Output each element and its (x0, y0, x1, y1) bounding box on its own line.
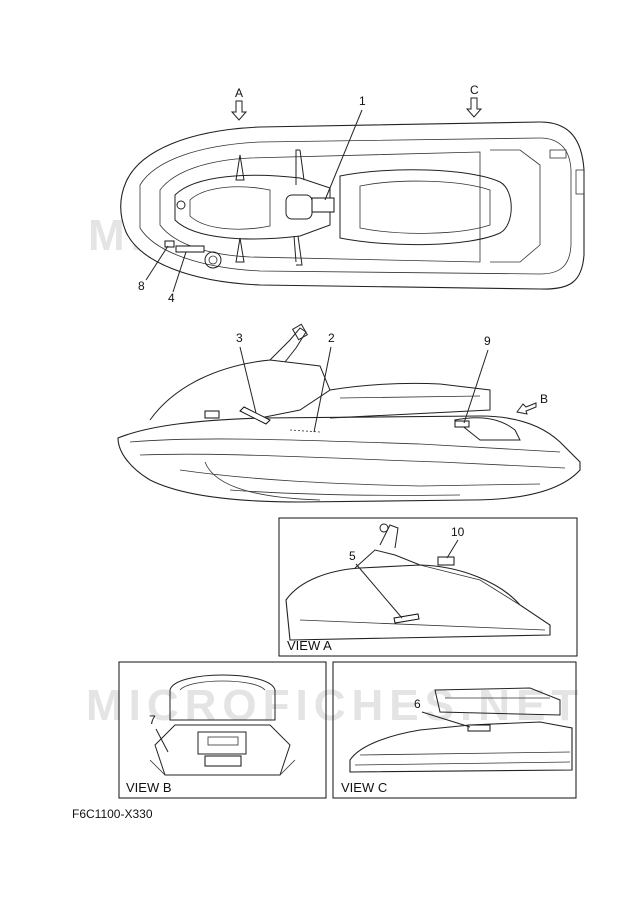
callout-9: 9 (484, 334, 491, 348)
callout-3: 3 (236, 331, 243, 345)
decal-6 (467, 724, 491, 732)
decal-5 (393, 613, 420, 624)
svg-text:B: B (540, 392, 548, 406)
view-b-label: VIEW B (126, 780, 172, 795)
callout-4: 4 (168, 291, 175, 305)
decal-7 (204, 755, 242, 767)
side-view-watercraft (117, 323, 581, 503)
decal-10 (437, 556, 455, 566)
view-a-frame (278, 517, 578, 657)
callout-2: 2 (328, 331, 335, 345)
view-c-drawing (349, 687, 573, 773)
callout-10: 10 (451, 525, 465, 539)
view-c-arrow: C (465, 83, 483, 118)
top-view-watercraft (120, 121, 585, 290)
svg-text:A: A (235, 86, 243, 100)
decal-9 (454, 420, 470, 428)
decal-3 (239, 406, 271, 425)
view-a-drawing (285, 523, 551, 641)
view-c-frame (332, 661, 577, 799)
view-a-arrow: A (230, 86, 248, 121)
callout-6: 6 (414, 697, 421, 711)
view-b-drawing (149, 674, 296, 776)
decal-8 (164, 240, 175, 248)
callout-5: 5 (349, 549, 356, 563)
view-a-label: VIEW A (287, 638, 332, 653)
callout-8: 8 (138, 279, 145, 293)
figure-code: F6C1100-X330 (72, 807, 153, 821)
view-b-frame (118, 661, 327, 799)
side-grip (204, 410, 220, 419)
view-c-label: VIEW C (341, 780, 387, 795)
callout-1: 1 (359, 94, 366, 108)
decal-1 (311, 197, 335, 213)
callout-7: 7 (149, 713, 156, 727)
view-b-arrow: B (516, 392, 548, 415)
svg-text:C: C (470, 83, 479, 97)
decal-4 (175, 245, 205, 253)
